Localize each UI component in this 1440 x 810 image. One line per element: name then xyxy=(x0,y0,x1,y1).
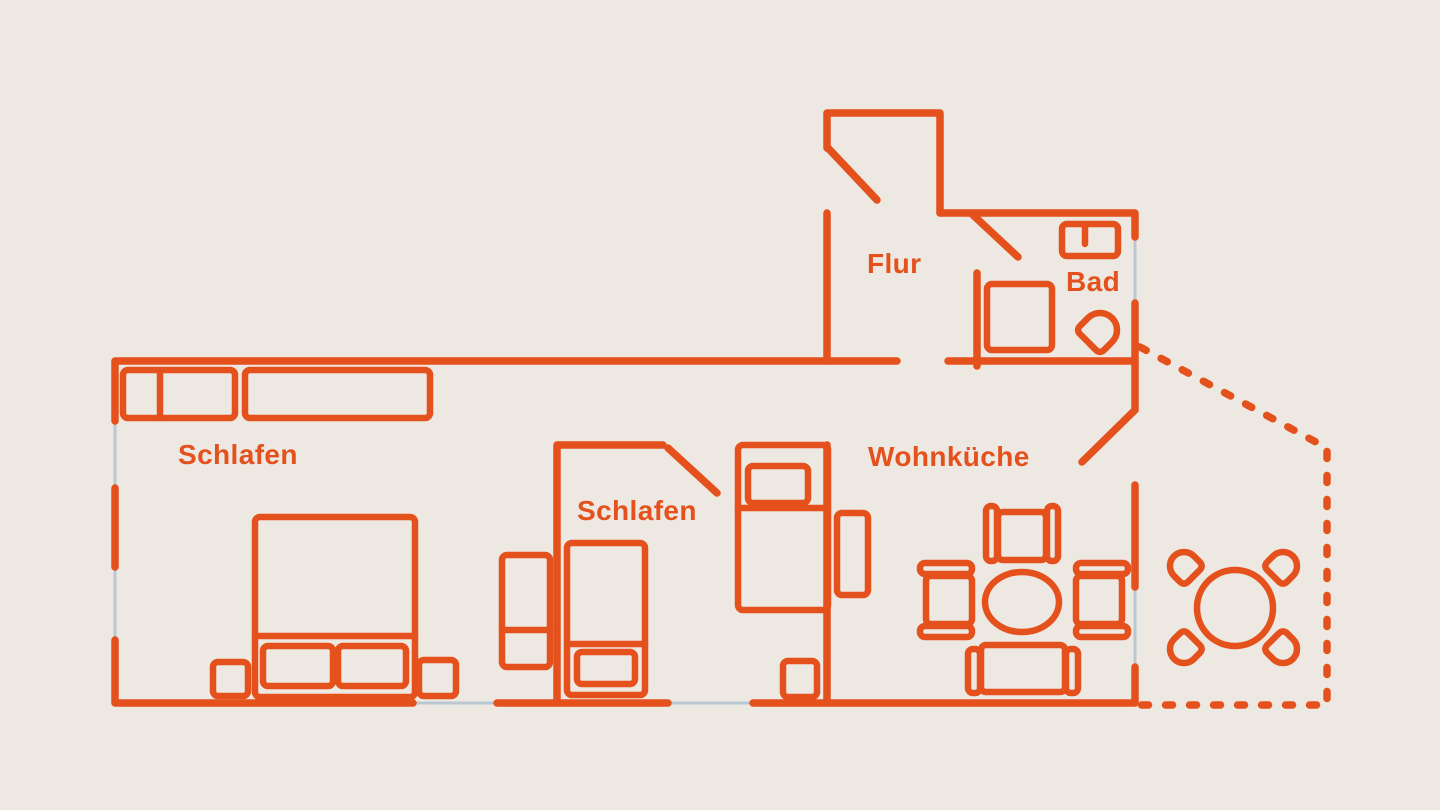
wall-bottom-left-corner xyxy=(111,636,417,707)
balcony-chair-nw xyxy=(1166,548,1205,587)
room-label-living-kitchen: Wohnküche xyxy=(868,441,1030,472)
dining-chair-right-arm-bottom xyxy=(1072,622,1132,641)
dining-chair-right-arm-top xyxy=(1072,559,1132,578)
room-label-bedroom-middle: Schlafen xyxy=(577,495,697,526)
room-label-bathroom: Bad xyxy=(1066,266,1121,297)
sideboard xyxy=(833,509,872,599)
balcony-chair-sw xyxy=(1166,628,1205,667)
wall-bottom-right-corner xyxy=(749,663,1139,707)
entry-door-swing xyxy=(824,144,881,204)
room-label-hallway: Flur xyxy=(867,248,922,279)
balcony-dashed-outline xyxy=(1136,343,1331,709)
shower xyxy=(983,280,1056,354)
balcony-chair-se xyxy=(1262,628,1301,667)
wall-bathroom-top xyxy=(936,209,1139,241)
wall-bedroom-middle-left-top xyxy=(553,441,667,707)
dining-chair-top-arm-right xyxy=(1043,502,1062,565)
double-bed-pillow-left xyxy=(259,642,337,690)
bathroom-sink xyxy=(1058,220,1122,260)
pillow-living xyxy=(744,462,812,507)
balcony-door-swing xyxy=(1078,406,1139,466)
pillow-middle xyxy=(573,648,639,688)
wardrobe-left-b xyxy=(241,366,434,422)
dining-chair-top-arm-left xyxy=(982,502,1001,565)
balcony-chair-ne xyxy=(1262,548,1301,587)
dining-chair-left-seat xyxy=(922,572,976,628)
dining-table xyxy=(981,568,1063,636)
double-bed-pillow-right xyxy=(334,642,410,690)
balcony-table xyxy=(1193,566,1277,650)
dining-bench-arm-right xyxy=(1062,645,1082,697)
room-label-bedroom-left: Schlafen xyxy=(178,439,298,470)
dining-bench-seat xyxy=(977,641,1069,696)
dining-chair-top-seat xyxy=(994,508,1050,564)
wardrobe-tall xyxy=(498,551,554,671)
wardrobe-left-a xyxy=(119,366,239,422)
dining-chair-left-arm-bottom xyxy=(916,622,976,641)
nightstand-left xyxy=(209,658,252,700)
double-bed xyxy=(251,513,419,701)
single-bed-middle xyxy=(563,539,649,699)
nightstand-middle xyxy=(779,657,821,701)
bathroom-door-swing xyxy=(969,211,1022,261)
wall-top-and-left-corner xyxy=(111,357,901,425)
dining-bench-arm-left xyxy=(964,645,984,697)
dining-chair-right-seat xyxy=(1072,572,1126,628)
toilet xyxy=(1074,309,1121,356)
wall-entry xyxy=(823,109,944,217)
single-bed-living xyxy=(734,441,832,614)
bedroom-middle-door-swing xyxy=(664,444,721,497)
nightstand-right xyxy=(415,656,460,700)
dining-chair-left-arm-top xyxy=(916,559,976,578)
